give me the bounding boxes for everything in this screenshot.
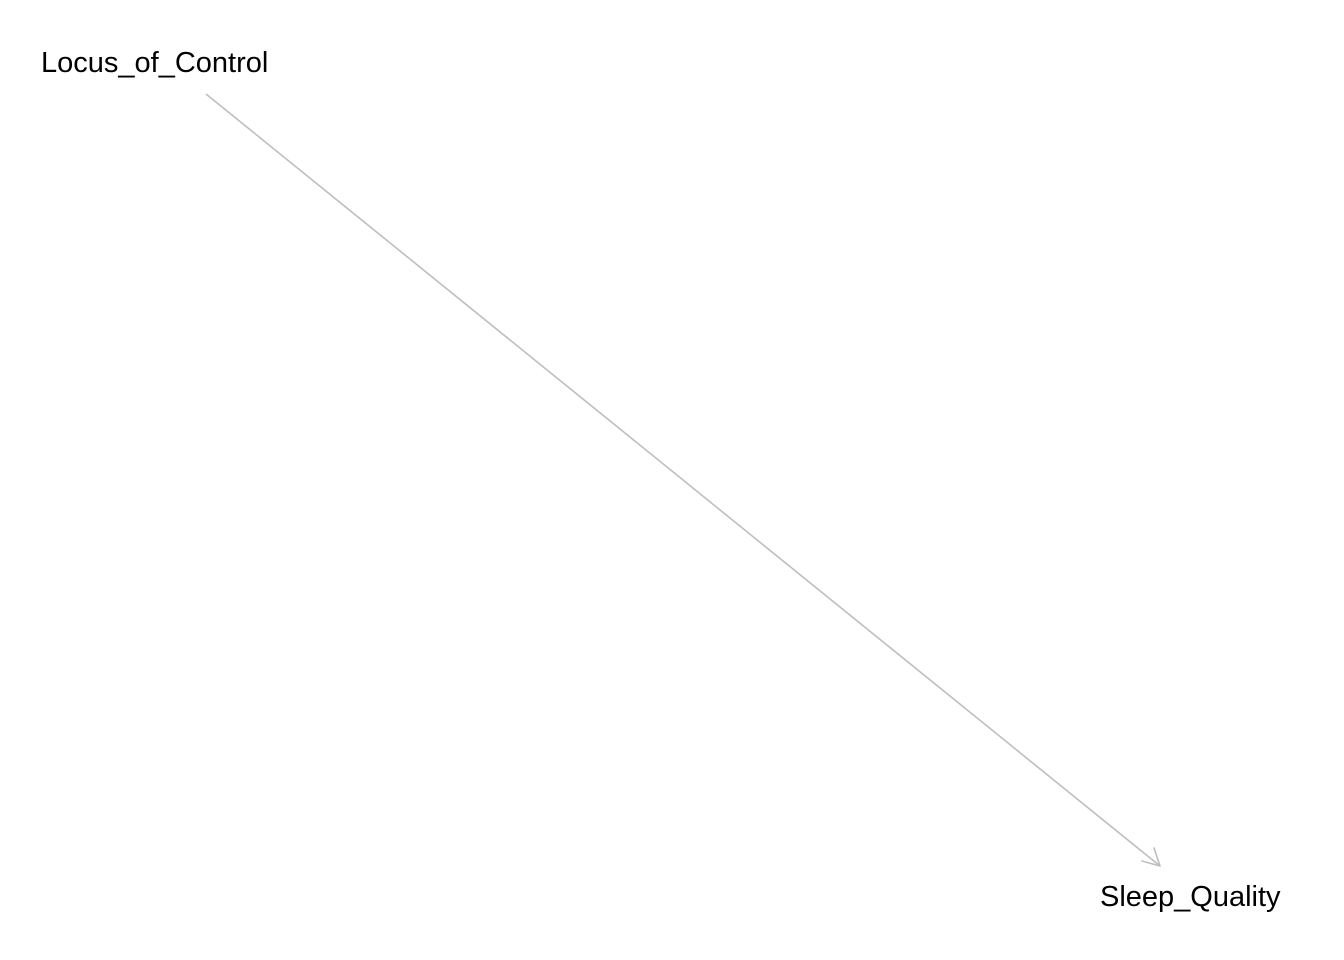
edge-locus-to-sleep — [205, 93, 1161, 867]
node-label-sleep-quality: Sleep_Quality — [1100, 881, 1281, 913]
node-label-locus-of-control: Locus_of_Control — [41, 47, 268, 79]
edge-line — [205, 93, 1161, 867]
arrowhead-icon — [1141, 847, 1161, 867]
